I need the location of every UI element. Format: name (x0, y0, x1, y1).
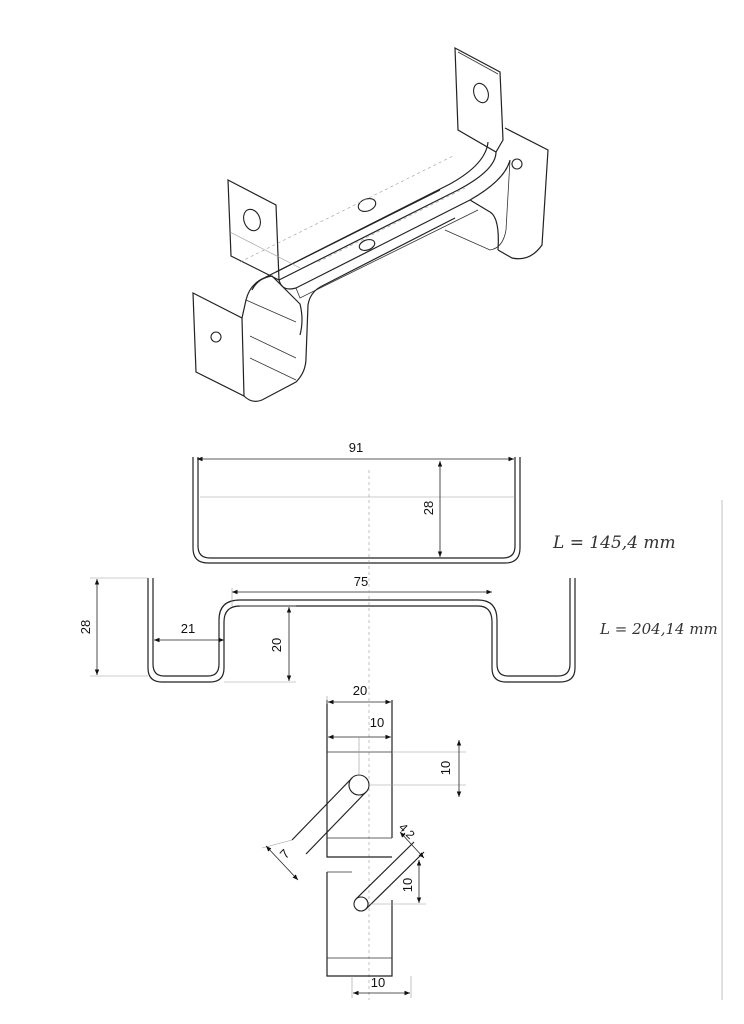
detail-slot-length-dimension (265, 845, 299, 881)
upper-length-note: L = 145,4 mm (552, 533, 676, 553)
detail-offset-label: 4,2 (396, 820, 418, 842)
detail-half-width-label: 10 (370, 715, 384, 730)
upper-bracket-profile: 91 28 (192, 440, 521, 564)
lower-flange-label: 21 (181, 621, 195, 636)
upper-width-label: 91 (349, 440, 363, 455)
isometric-view (192, 46, 549, 402)
upper-height-label: 28 (421, 501, 436, 515)
detail-vertical-label: 10 (438, 761, 453, 775)
lower-bracket-profile: 75 28 21 20 (78, 574, 576, 683)
lower-height-label: 28 (78, 620, 93, 634)
lower-step-label: 20 (269, 638, 284, 652)
detail-bottom-width-label: 10 (371, 975, 385, 990)
lower-overall-label: 75 (354, 574, 368, 589)
detail-offset-dimension (399, 831, 425, 859)
detail-lower-vertical-label: 10 (400, 878, 415, 892)
detail-width-label: 20 (353, 683, 367, 698)
hole-detail-view: 20 10 10 7 4,2 10 10 (261, 683, 466, 998)
upper-bracket-isometric (227, 46, 549, 299)
lower-bracket-isometric (192, 187, 466, 402)
lower-length-note: L = 204,14 mm (599, 620, 718, 638)
